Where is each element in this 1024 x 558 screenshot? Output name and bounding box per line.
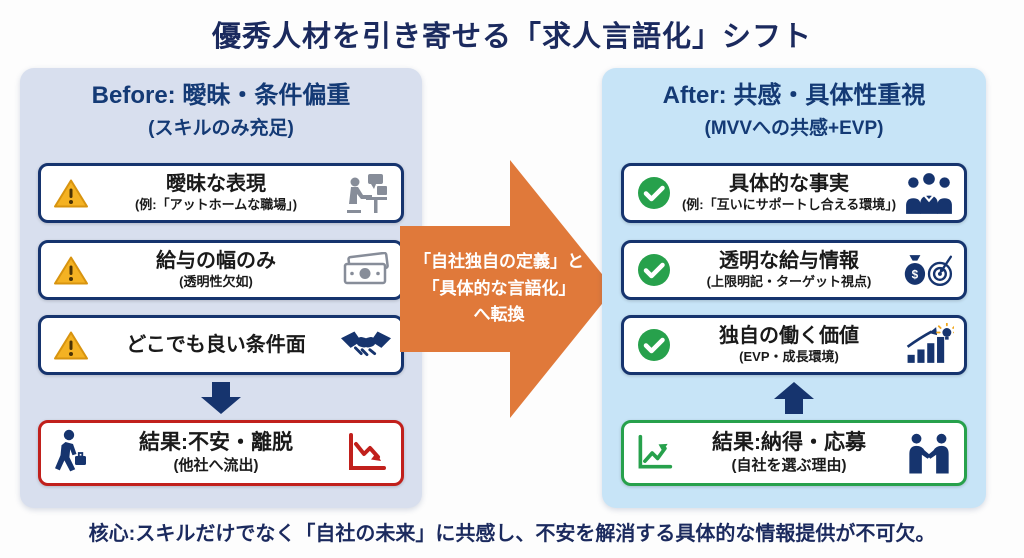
up-arrow-icon [774,382,814,414]
warning-icon [51,248,91,292]
item-subtitle: (上限明記・ターゲット視点) [706,274,872,290]
transition-arrow: 「自社独自の定義」と 「具体的な言語化」 へ転換 [400,160,614,418]
before-result-box: 結果:不安・離脱 (他社へ流出) [38,420,404,486]
svg-text:$: $ [912,269,919,282]
result-subtitle: (自社を選ぶ理由) [731,457,847,475]
team-icon [904,169,954,217]
item-title: 曖昧な表現 [166,173,266,196]
person-desk-icon [341,169,391,217]
before-heading: Before: 曖昧・条件偏重 [91,82,351,109]
check-circle-icon [634,171,674,215]
item-subtitle: (EVP・成長環境) [739,349,839,365]
item-title: 具体的な事実 [729,173,849,196]
declining-chart-icon [341,429,391,477]
before-item-salary-range: 給与の幅のみ (透明性欠如) [38,240,404,300]
after-panel: After: 共感・具体性重視 (MVVへの共感+EVP) 具体的な事実 (例:… [602,68,986,508]
person-leaving-icon [51,429,91,475]
item-title: どこでも良い条件面 [126,333,306,356]
key-message: 核心:スキルだけでなく「自社の未来」に共感し、不安を解消する具体的な情報提供が不… [88,523,936,545]
result-title: 結果:納得・応募 [712,431,866,455]
down-arrow-icon [201,382,241,414]
business-handshake-icon [904,429,954,477]
money-target-icon: $ [904,246,954,294]
page-title: 優秀人材を引き寄せる「求人言語化」シフト [211,21,812,53]
transition-line-2: 「具体的な言語化」 [422,278,576,298]
after-item-unique-value: 独自の働く価値 (EVP・成長環境) [621,315,967,375]
transition-line-3: へ転換 [473,305,525,325]
before-item-vague-expression: 曖昧な表現 (例:「アットホームな職場」) [38,163,404,223]
warning-icon [51,323,91,367]
after-item-transparent-salary: 透明な給与情報 (上限明記・ターゲット視点) $ [621,240,967,300]
after-item-concrete-facts: 具体的な事実 (例:「互いにサポートし合える環境」) [621,163,967,223]
before-subheading: (スキルのみ充足) [148,118,294,139]
warning-icon [51,171,91,215]
result-subtitle: (他社へ流出) [173,457,259,475]
before-panel: Before: 曖昧・条件偏重 (スキルのみ充足) 曖昧な表現 (例:「アットホ… [20,68,422,508]
item-title: 独自の働く価値 [719,325,859,348]
item-subtitle: (透明性欠如) [179,274,253,290]
after-result-box: 結果:納得・応募 (自社を選ぶ理由) [621,420,967,486]
rising-chart-icon [634,431,674,475]
check-circle-icon [634,248,674,292]
item-title: 給与の幅のみ [156,250,276,273]
right-arrow-shape [400,160,614,418]
result-title: 結果:不安・離脱 [139,431,293,455]
after-subheading: (MVVへの共感+EVP) [704,118,884,139]
item-title: 透明な給与情報 [719,250,859,273]
item-subtitle: (例:「互いにサポートし合える環境」) [681,197,897,213]
handshake-icon [341,321,391,369]
check-circle-icon [634,323,674,367]
before-item-generic-conditions: どこでも良い条件面 [38,315,404,375]
transition-line-1: 「自社独自の定義」と [414,252,584,272]
banknotes-icon [341,246,391,294]
growth-idea-icon [904,321,954,369]
after-heading: After: 共感・具体性重視 [662,82,926,109]
item-subtitle: (例:「アットホームな職場」) [134,197,298,213]
